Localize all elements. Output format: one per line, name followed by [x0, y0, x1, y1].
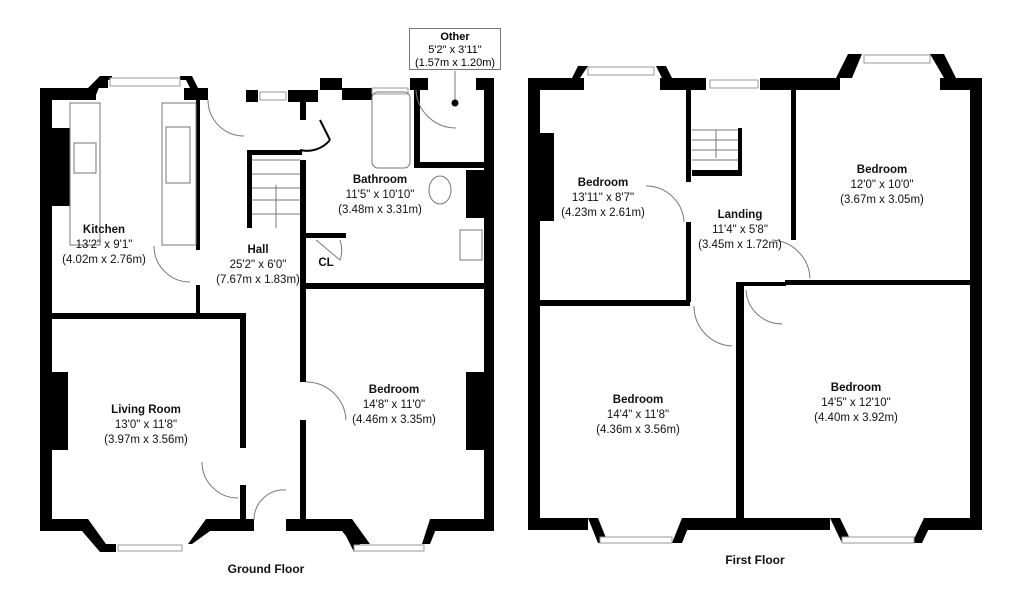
room-dim-metric: (4.23m x 2.61m): [561, 207, 645, 219]
room-dim-metric: (7.67m x 1.83m): [216, 274, 300, 286]
room-dim-metric: (1.57m x 1.20m): [414, 57, 496, 69]
room-name: Bedroom: [368, 384, 420, 396]
room-name: Kitchen: [82, 224, 126, 236]
room-name: Landing: [717, 209, 763, 221]
room-dim-imperial: 13'11" x 8'7": [571, 192, 635, 204]
room-dim-imperial: 11'4" x 5'8": [712, 224, 768, 236]
room-name: Other: [440, 31, 470, 43]
room-dim-imperial: 14'4" x 11'8": [606, 409, 670, 421]
room-label-living-room: Living Room 13'0" x 11'8" (3.97m x 3.56m…: [104, 403, 188, 448]
room-label-landing: Landing 11'4" x 5'8" (3.45m x 1.72m): [698, 208, 782, 253]
room-dim-imperial: 14'5" x 12'10": [821, 397, 891, 409]
room-label-kitchen: Kitchen 13'2" x 9'1" (4.02m x 2.76m): [62, 223, 146, 268]
floor-title-ground: Ground Floor: [227, 562, 305, 576]
room-dim-metric: (3.45m x 1.72m): [698, 239, 782, 251]
room-label-bedroom-1: Bedroom 13'11" x 8'7" (4.23m x 2.61m): [561, 176, 645, 221]
room-label-hall: Hall 25'2" x 6'0" (7.67m x 1.83m): [216, 243, 300, 288]
room-dim-imperial: 12'0" x 10'0": [850, 179, 914, 191]
room-dim-imperial: 5'2" x 3'11": [428, 44, 482, 56]
room-label-bedroom-3: Bedroom 14'4" x 11'8" (4.36m x 3.56m): [596, 393, 680, 438]
room-label-bedroom-4: Bedroom 14'5" x 12'10" (4.40m x 3.92m): [814, 381, 898, 426]
room-name: Bedroom: [612, 394, 664, 406]
room-name: CL: [318, 257, 334, 269]
room-name: Living Room: [111, 404, 181, 416]
room-name: Bedroom: [577, 177, 629, 189]
room-label-bedroom-ground: Bedroom 14'8" x 11'0" (4.46m x 3.35m): [352, 383, 436, 428]
room-dim-imperial: 25'2" x 6'0": [229, 259, 287, 271]
room-dim-metric: (4.36m x 3.56m): [596, 424, 680, 436]
room-name: Bedroom: [856, 164, 908, 176]
room-dim-metric: (3.67m x 3.05m): [840, 194, 924, 206]
room-callout-other: Other 5'2" x 3'11" (1.57m x 1.20m): [409, 28, 501, 70]
room-dim-metric: (4.02m x 2.76m): [62, 254, 146, 266]
room-label-bathroom: Bathroom 11'5" x 10'10" (3.48m x 3.31m): [338, 173, 422, 218]
room-dim-metric: (3.48m x 3.31m): [338, 204, 422, 216]
room-label-cl: CL: [318, 256, 333, 271]
room-dim-imperial: 11'5" x 10'10": [345, 189, 415, 201]
room-dim-imperial: 13'0" x 11'8": [114, 419, 178, 431]
floor-title-first: First Floor: [725, 553, 785, 567]
room-dim-metric: (4.40m x 3.92m): [814, 412, 898, 424]
room-dim-metric: (3.97m x 3.56m): [104, 434, 188, 446]
room-label-bedroom-2: Bedroom 12'0" x 10'0" (3.67m x 3.05m): [840, 163, 924, 208]
room-dim-imperial: 14'8" x 11'0": [362, 399, 426, 411]
room-dim-metric: (4.46m x 3.35m): [352, 414, 436, 426]
room-dim-imperial: 13'2" x 9'1": [75, 239, 133, 251]
room-name: Hall: [247, 244, 269, 256]
room-name: Bathroom: [352, 174, 408, 186]
room-name: Bedroom: [830, 382, 882, 394]
